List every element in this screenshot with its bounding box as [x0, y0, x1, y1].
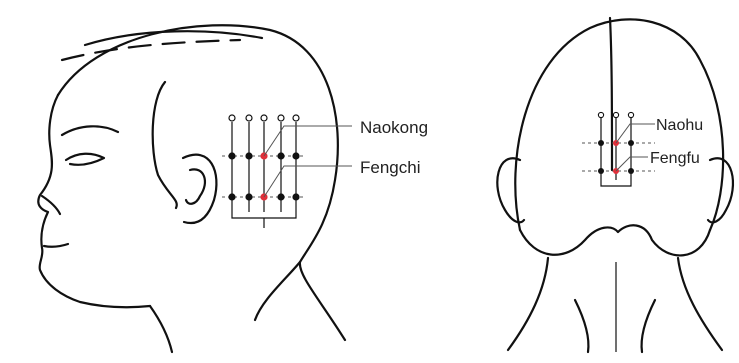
- side-view-acupoint-grid: [222, 115, 352, 228]
- side-view-head: [38, 25, 345, 352]
- back-view-head: [497, 18, 733, 352]
- label-naohu: Naohu: [656, 117, 703, 134]
- label-fengfu: Fengfu: [650, 150, 700, 167]
- label-fengchi: Fengchi: [360, 158, 420, 177]
- label-naokong: Naokong: [360, 118, 428, 137]
- back-view-acupoint-grid: [582, 112, 655, 186]
